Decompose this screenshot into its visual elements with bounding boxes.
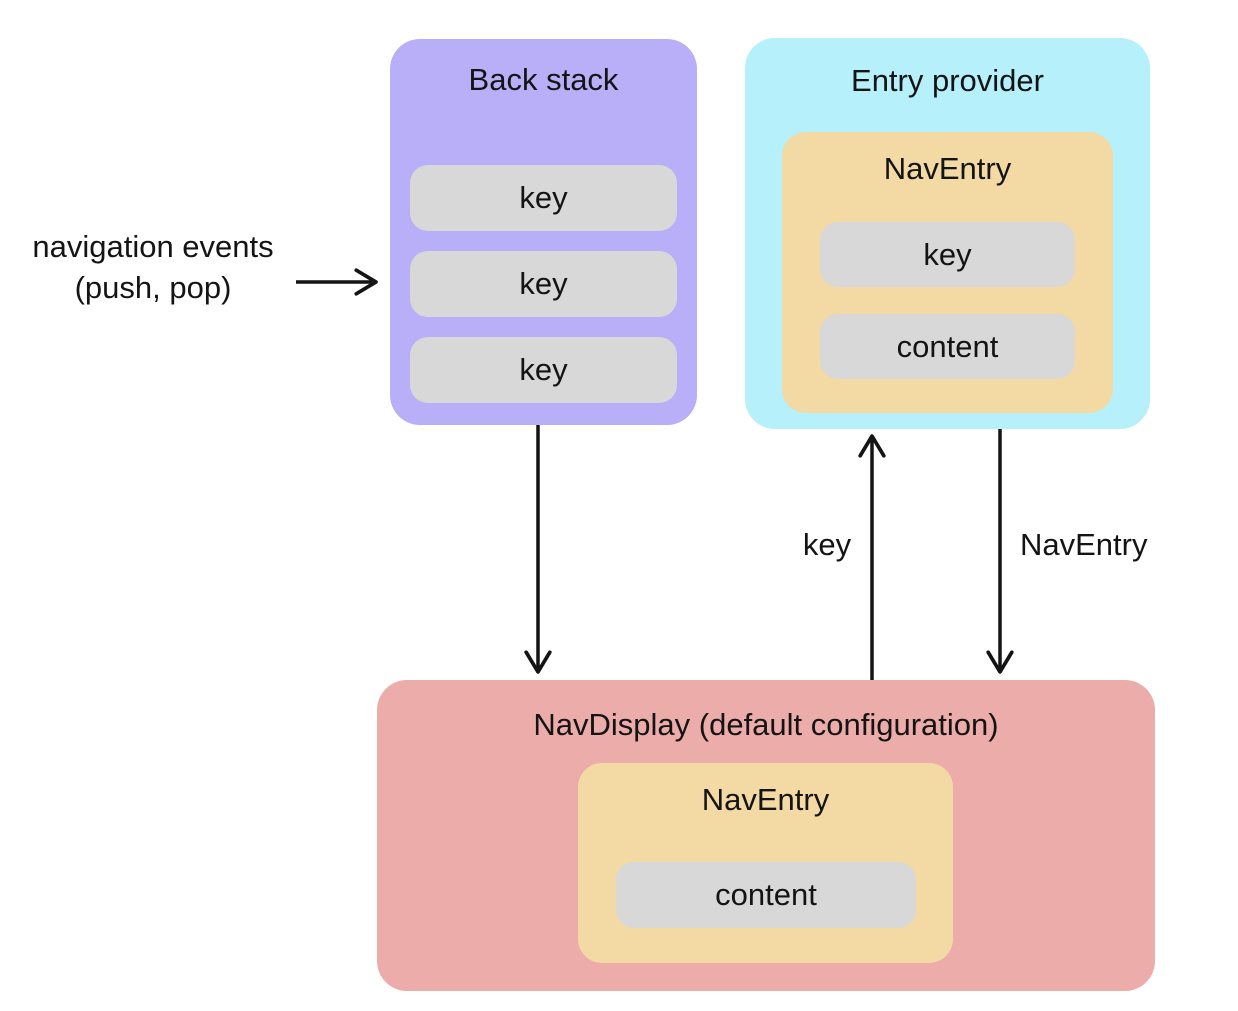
entry-provider-box: Entry provider NavEntry key content xyxy=(745,38,1150,429)
back-stack-key-item: key xyxy=(410,165,677,231)
naventry-arrow-label: NavEntry xyxy=(1020,527,1148,562)
navigation-events-line2: (push, pop) xyxy=(74,270,232,305)
nav-display-nav-entry-box: NavEntry content xyxy=(578,763,953,963)
back-stack-box: Back stack key key key xyxy=(390,39,697,425)
nav-entry-title: NavEntry xyxy=(883,151,1012,186)
nav-entry-content-field: content xyxy=(820,314,1075,379)
key-arrow-label: key xyxy=(802,527,852,562)
nav-entry-content-field: content xyxy=(616,862,916,928)
navigation-events-line1: navigation events xyxy=(32,229,274,264)
back-stack-key-item: key xyxy=(410,251,677,317)
back-stack-key-item: key xyxy=(410,337,677,403)
back-stack-title: Back stack xyxy=(468,62,619,97)
nav-display-title: NavDisplay (default configuration) xyxy=(533,707,999,742)
navigation-events-label: navigation events (push, pop) xyxy=(6,226,300,308)
entry-provider-nav-entry-box: NavEntry key content xyxy=(782,132,1113,413)
nav-display-box: NavDisplay (default configuration) NavEn… xyxy=(377,680,1155,991)
entry-provider-title: Entry provider xyxy=(851,63,1044,98)
nav-entry-key-field: key xyxy=(820,222,1075,287)
nav-entry-title: NavEntry xyxy=(701,782,830,817)
